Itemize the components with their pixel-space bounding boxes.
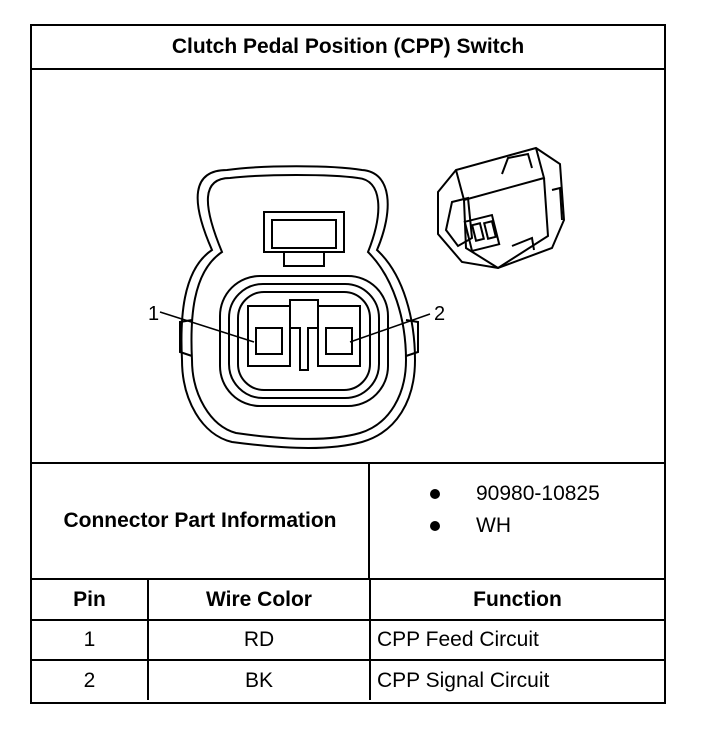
- bullet-icon: [430, 521, 440, 531]
- terminal-2: [325, 327, 353, 355]
- connector-center-key: [289, 299, 319, 371]
- cell-function: CPP Signal Circuit: [369, 659, 664, 700]
- connector-info-item: 90980-10825: [370, 478, 664, 510]
- terminal-cavity-2: [317, 305, 361, 367]
- header-pin: Pin: [32, 580, 149, 621]
- cell-wire-color: RD: [147, 619, 371, 661]
- connector-latch-neck: [283, 252, 325, 267]
- connector-info-label: Connector Part Information: [32, 464, 370, 578]
- connector-color-code: WH: [476, 514, 511, 537]
- connector-sheet: Clutch Pedal Position (CPP) Switch: [30, 24, 666, 704]
- connector-diagram: 1 2: [32, 70, 664, 464]
- table-row: 1 RD CPP Feed Circuit: [32, 619, 664, 661]
- connector-latch-inner: [271, 219, 337, 249]
- header-function: Function: [369, 580, 664, 621]
- connector-info-values: 90980-10825 WH: [370, 464, 664, 578]
- pin-1-leader: [159, 311, 255, 343]
- table-header-row: Pin Wire Color Function: [32, 580, 664, 621]
- pin-1-label: 1: [148, 303, 159, 325]
- cell-function: CPP Feed Circuit: [369, 619, 664, 661]
- cell-wire-color: BK: [147, 659, 371, 700]
- connector-outer-housing: [180, 165, 417, 449]
- connector-face-drawing: 1 2: [148, 146, 566, 449]
- connector-seal-inner: [237, 291, 371, 391]
- cell-pin: 1: [32, 619, 149, 661]
- connector-info-item: WH: [370, 510, 664, 542]
- connector-part-number: 90980-10825: [476, 482, 600, 505]
- connector-outer-housing-inner: [190, 174, 408, 440]
- terminal-1: [255, 327, 283, 355]
- pin-table: Pin Wire Color Function 1 RD CPP Feed Ci…: [32, 580, 664, 700]
- connector-seal-outer: [219, 275, 389, 407]
- pin-2-leader: [349, 313, 431, 343]
- page-title: Clutch Pedal Position (CPP) Switch: [32, 26, 664, 70]
- bullet-icon: [430, 489, 440, 499]
- connector-seal-middle: [228, 283, 380, 399]
- header-wire-color: Wire Color: [147, 580, 371, 621]
- connector-3d-view: [437, 146, 566, 270]
- connector-latch: [263, 211, 345, 253]
- cell-pin: 2: [32, 659, 149, 700]
- table-row: 2 BK CPP Signal Circuit: [32, 659, 664, 700]
- pin-2-label: 2: [434, 303, 445, 325]
- terminal-cavity-1: [247, 305, 291, 367]
- connector-info-row: Connector Part Information 90980-10825 W…: [32, 464, 664, 580]
